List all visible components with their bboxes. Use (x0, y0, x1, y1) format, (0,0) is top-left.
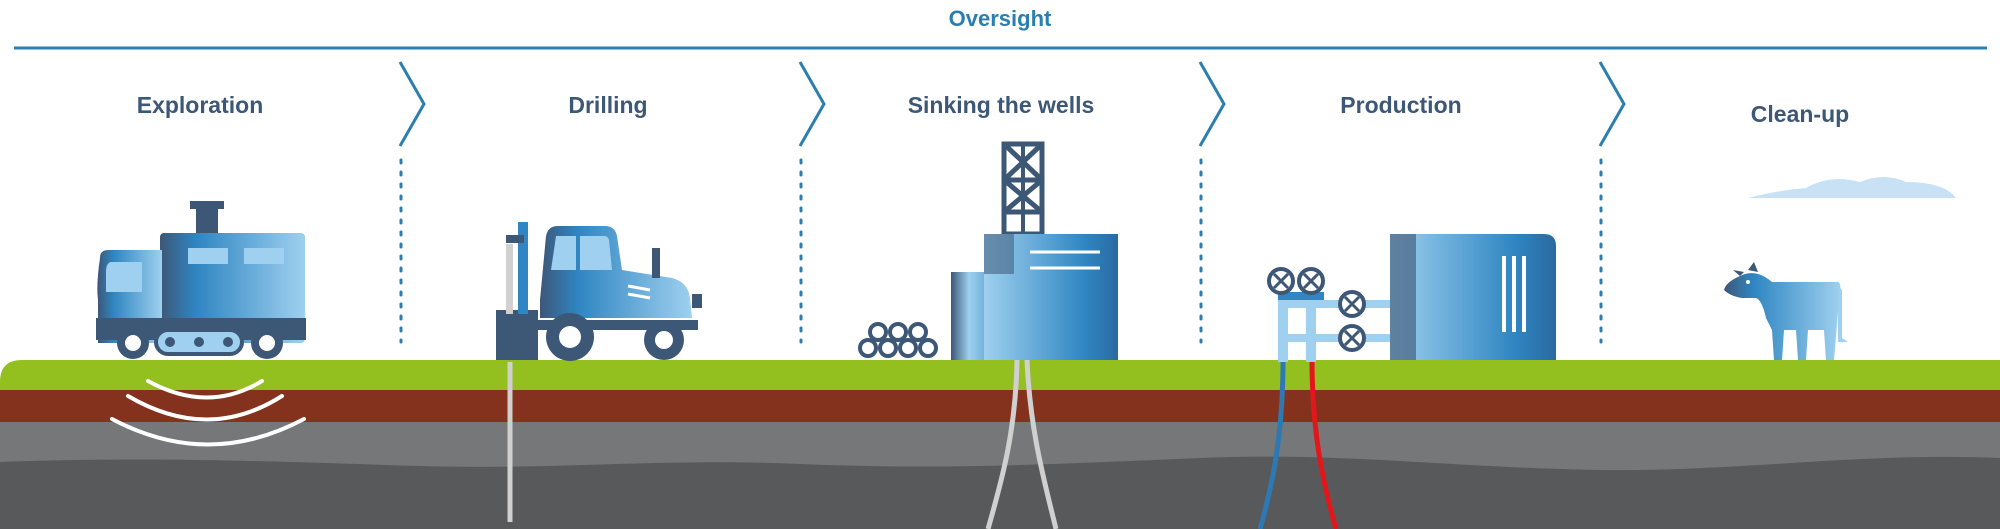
soil-layer (0, 388, 2000, 422)
seismic-waves-icon (110, 379, 306, 447)
drilling-rig-icon (496, 222, 702, 361)
chevron-arrow-2 (798, 61, 826, 147)
pipe-stack-icon (858, 322, 938, 358)
production-pipe-red (1309, 359, 1339, 529)
grass-layer (0, 360, 2000, 390)
stage-label-clean-up: Clean-up (1751, 101, 1849, 127)
well-pipe-right (1024, 359, 1059, 529)
well-site-icon (951, 141, 1118, 360)
production-tank-icon (1390, 234, 1556, 360)
well-pipe-left (985, 359, 1020, 529)
chevron-arrow-4 (1598, 61, 1626, 147)
cloud-icon (1748, 177, 1956, 198)
stage-label-sinking-the-wells: Sinking the wells (908, 92, 1095, 118)
production-pipe-blue (1257, 359, 1286, 529)
stage-label-drilling: Drilling (568, 92, 647, 118)
seismic-truck-icon (96, 201, 306, 359)
ground (0, 360, 2000, 529)
cow-icon (1724, 262, 1848, 360)
rock-light-layer (0, 420, 2000, 471)
chevron-arrow-3 (1198, 61, 1226, 147)
wellhead-valves-icon (1267, 267, 1392, 362)
underground-pipes (507, 359, 1339, 529)
stage-label-production: Production (1340, 92, 1461, 118)
stage-chevrons (398, 61, 1626, 147)
chevron-arrow-1 (398, 61, 426, 147)
stage-label-exploration: Exploration (137, 92, 264, 118)
oversight-label: Oversight (949, 6, 1052, 31)
